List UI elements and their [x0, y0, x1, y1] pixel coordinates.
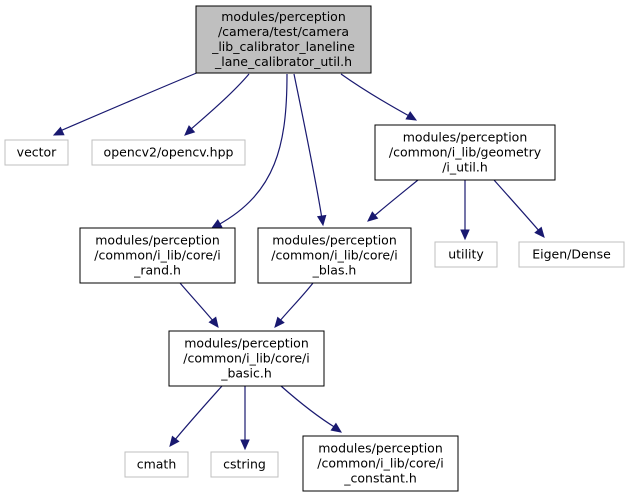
node-label-line: modules/perception [95, 233, 220, 248]
node-box [374, 124, 556, 181]
node-label-line: cstring [223, 457, 266, 472]
node-box [79, 227, 236, 284]
edge-arrowhead [367, 211, 379, 222]
node-label-line: modules/perception [184, 336, 309, 351]
edge-basic-to-cstring [240, 386, 250, 451]
edge-blas-to-basic [274, 282, 314, 328]
edge-line [189, 73, 250, 131]
node-label-line: cmath [137, 457, 177, 472]
node-label-line: modules/perception [318, 441, 443, 456]
edge-arrowhead [240, 439, 250, 451]
edge-root-to-blas [293, 73, 327, 227]
edge-root-to-opencv [184, 73, 250, 136]
node-label-line: _rand.h [133, 263, 181, 278]
edge-root-to-geom [340, 73, 418, 121]
node-root[interactable]: modules/perception/camera/test/camera_li… [195, 5, 372, 74]
node-label-line: /common/i_lib/core/i [271, 248, 397, 263]
edge-line [280, 385, 337, 429]
node-label-line: modules/perception [403, 130, 528, 145]
node-label-line: modules/perception [272, 233, 397, 248]
edge-arrowhead [208, 316, 219, 328]
node-vector: vector [4, 139, 69, 166]
edge-arrowhead [405, 111, 418, 121]
node-box [195, 5, 372, 74]
node-cmath: cmath [124, 451, 189, 478]
edge-geom-to-utility [460, 180, 470, 241]
edge-arrowhead [534, 226, 545, 238]
edge-arrowhead [210, 219, 223, 229]
node-utility: utility [434, 241, 498, 268]
node-label-line: modules/perception [221, 9, 346, 24]
edge-line [493, 179, 541, 233]
edge-geom-to-eigen [493, 179, 545, 238]
edge-arrowhead [460, 229, 470, 241]
edge-line [217, 73, 288, 226]
node-basic[interactable]: modules/perception/common/i_lib/core/i_b… [168, 330, 325, 387]
node-label-line: _constant.h [343, 471, 417, 486]
node-box [168, 330, 325, 387]
node-box [210, 451, 279, 478]
node-cstring: cstring [210, 451, 279, 478]
node-box [4, 139, 69, 166]
node-box [91, 139, 246, 166]
edge-rand-to-basic [179, 282, 219, 328]
node-box [434, 241, 498, 268]
node-label-line: /common/i_lib/geometry [389, 145, 542, 160]
edge-root-to-rand [210, 73, 288, 229]
node-label-line: /camera/test/camera [218, 24, 349, 39]
edge-arrowhead [52, 126, 65, 136]
edge-line [340, 73, 412, 118]
node-label-line: _lane_calibrator_util.h [214, 54, 352, 69]
node-label-line: _blas.h [312, 263, 357, 278]
node-label-line: /common/i_lib/core/i [94, 248, 220, 263]
node-rand[interactable]: modules/perception/common/i_lib/core/i_r… [79, 227, 236, 284]
node-label-line: _basic.h [220, 366, 272, 381]
node-geom[interactable]: modules/perception/common/i_lib/geometry… [374, 124, 556, 181]
edge-arrowhead [184, 125, 196, 136]
edge-line [293, 73, 323, 220]
node-label-line: vector [17, 145, 58, 160]
node-label-line: /common/i_lib/core/i [183, 351, 309, 366]
node-label-line: /common/i_lib/core/i [317, 456, 443, 471]
node-label-line: _lib_calibrator_laneline [211, 39, 355, 54]
edge-root-to-vector [52, 71, 200, 136]
edge-line [278, 282, 314, 323]
node-opencv: opencv2/opencv.hpp [91, 139, 246, 166]
edge-arrowhead [274, 316, 285, 328]
edge-arrowhead [330, 422, 343, 433]
edge-line [372, 179, 419, 218]
edge-geom-to-blas [367, 179, 419, 222]
node-box [302, 435, 459, 492]
edge-arrowhead [316, 214, 327, 227]
edge-line [173, 385, 223, 442]
edge-basic-to-cmath [169, 385, 223, 447]
node-label-line: Eigen/Dense [532, 247, 611, 262]
node-box [124, 451, 189, 478]
node-eigen: Eigen/Dense [518, 241, 625, 268]
edge-arrowhead [169, 435, 180, 447]
node-blas[interactable]: modules/perception/common/i_lib/core/i_b… [257, 227, 412, 284]
node-label-line: utility [448, 247, 484, 262]
edge-line [59, 71, 200, 132]
node-constant[interactable]: modules/perception/common/i_lib/core/i_c… [302, 435, 459, 492]
node-label-line: /i_util.h [442, 160, 488, 175]
node-box [257, 227, 412, 284]
node-label-line: opencv2/opencv.hpp [104, 145, 234, 160]
node-box [518, 241, 625, 268]
edge-line [179, 282, 215, 323]
edge-basic-to-constant [280, 385, 343, 433]
